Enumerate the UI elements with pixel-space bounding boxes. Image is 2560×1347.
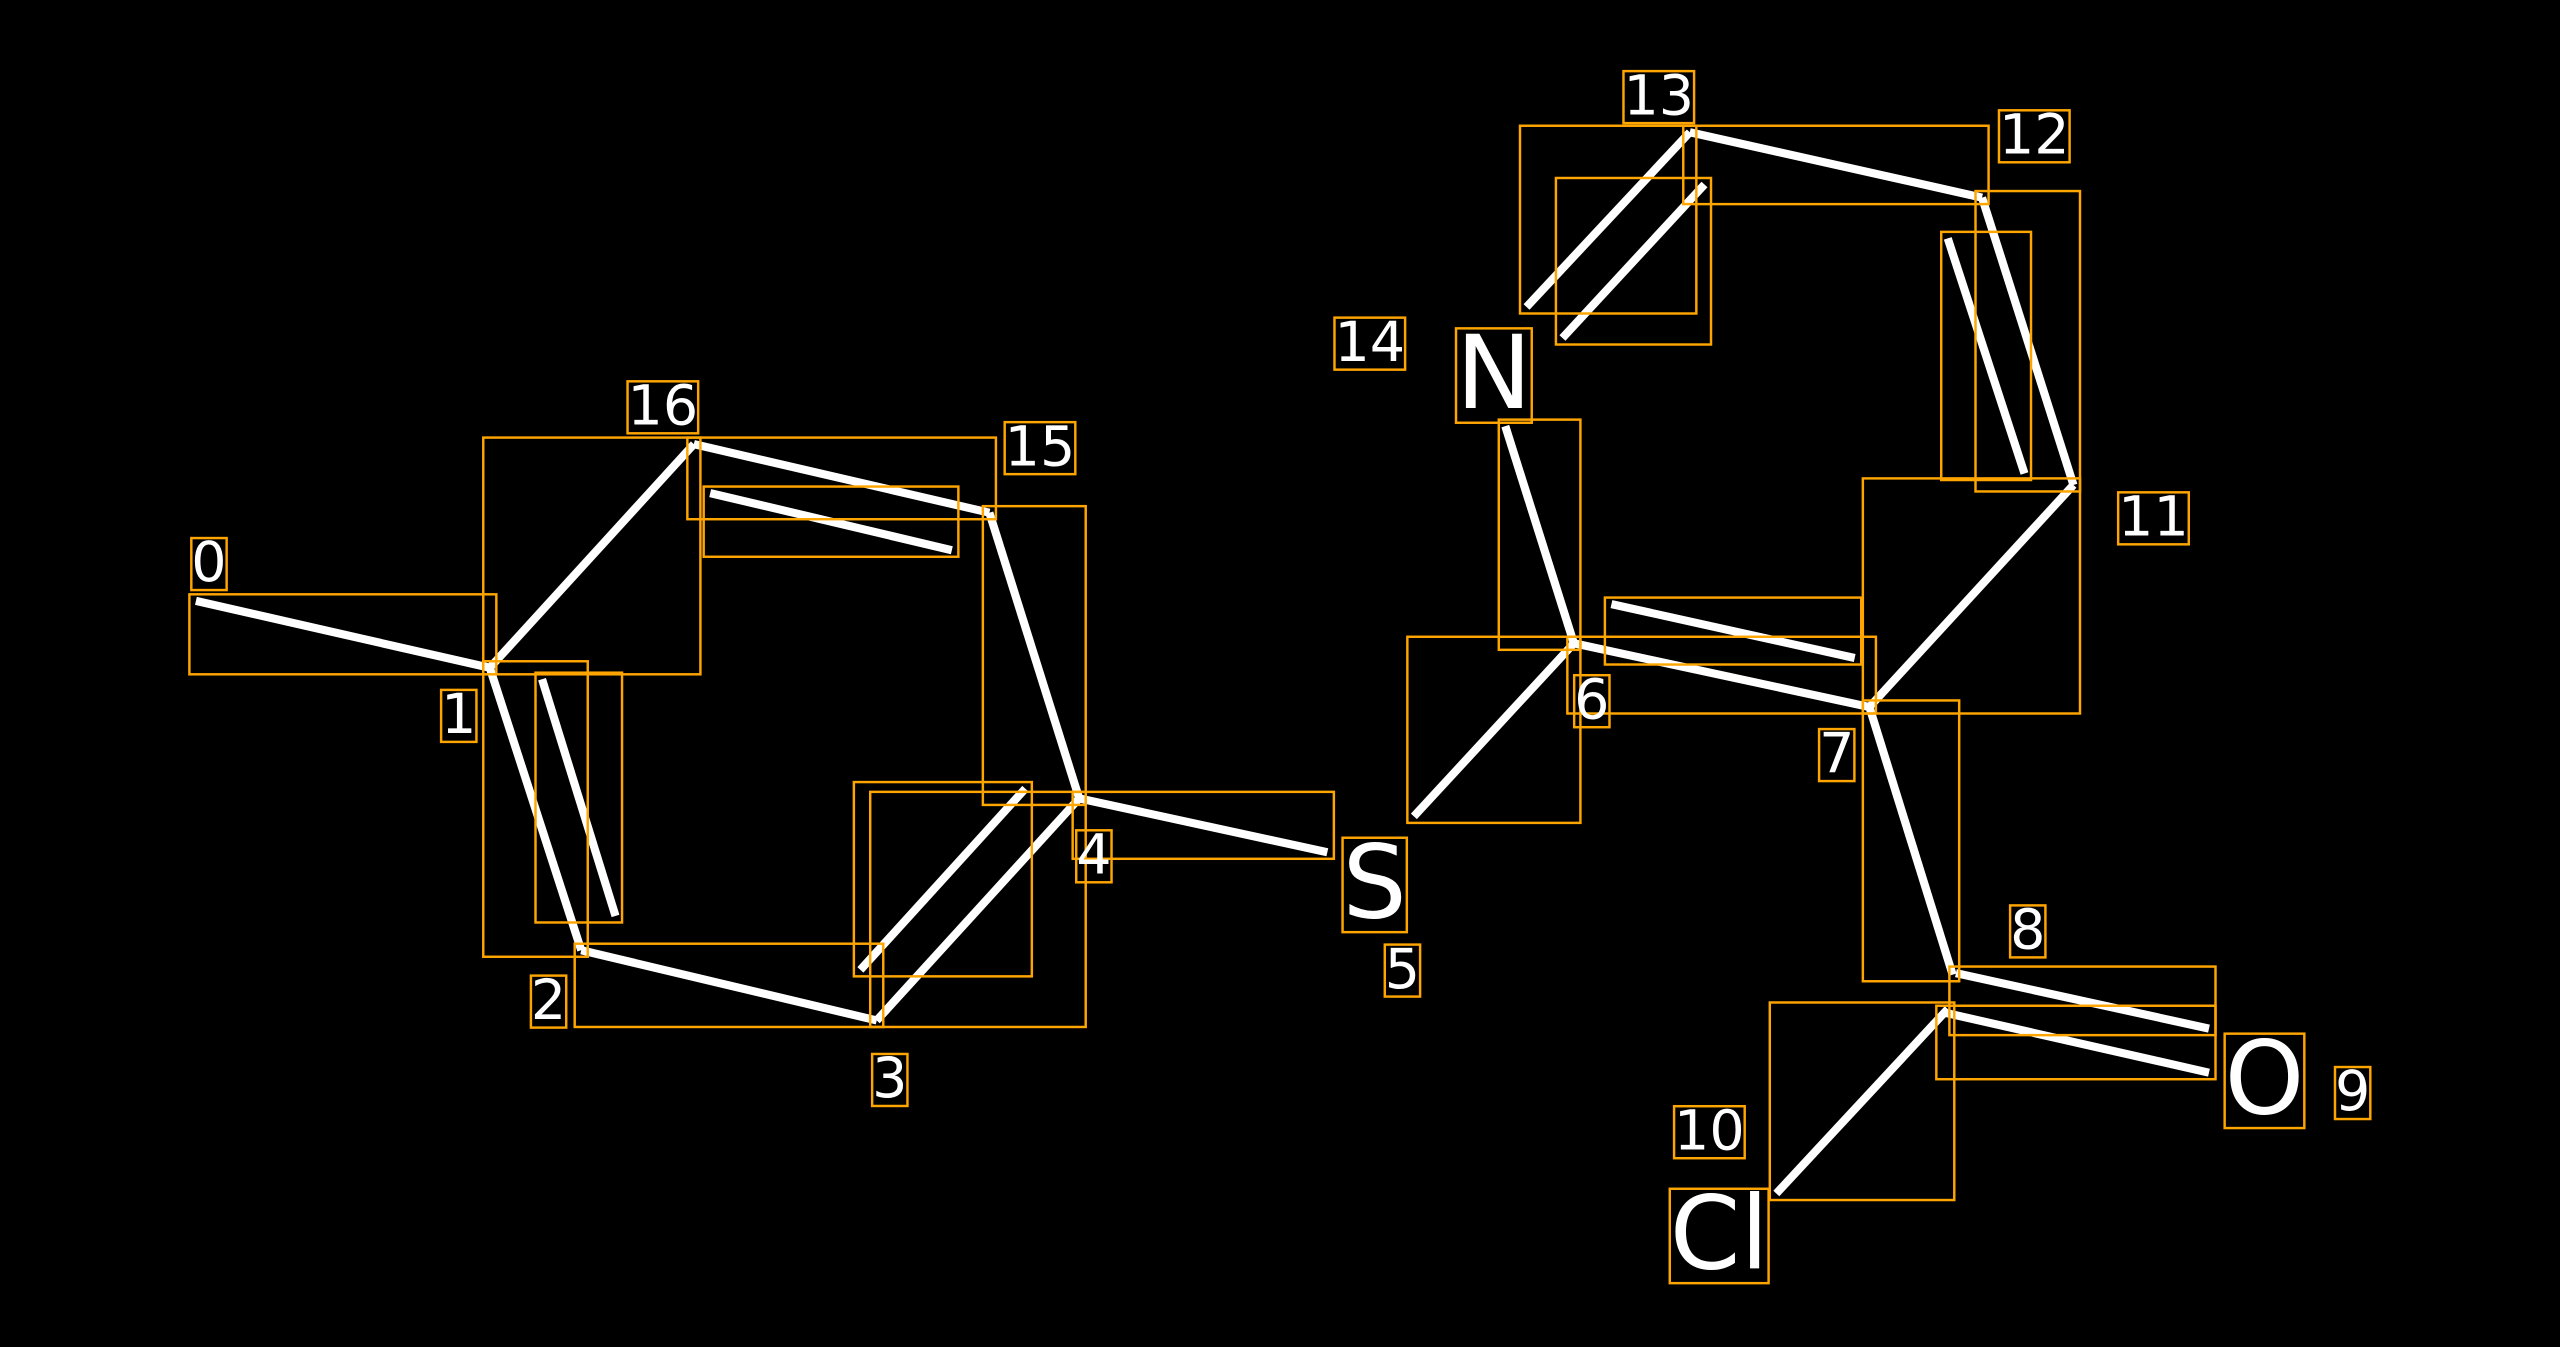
bond-6-14-box <box>1497 418 1582 652</box>
bond-12-11 <box>1978 196 2078 487</box>
atom-index-label-box <box>529 974 568 1029</box>
bond-4-5 <box>1078 794 1329 857</box>
bond-2-1-box <box>482 660 589 958</box>
bond-1-16 <box>486 441 697 671</box>
bond-15-4 <box>985 511 1084 800</box>
atom-index-label: 11 <box>2118 485 2189 550</box>
bond-5-6 <box>1410 640 1577 820</box>
bond-4-5-box <box>1071 790 1336 861</box>
bond-13-12 <box>1688 128 1983 202</box>
atom-index-label-box <box>1817 727 1856 783</box>
bond-4-3 <box>873 795 1083 1024</box>
bond-15-4-box <box>981 504 1087 807</box>
atom-index-label: 3 <box>872 1046 907 1111</box>
atom-symbol-s-box <box>1341 836 1409 934</box>
atom-index-label: 9 <box>2335 1059 2370 1124</box>
atom-index-label-box <box>626 380 700 435</box>
bond-0-1-box <box>188 593 498 676</box>
bond-8-9-box <box>1948 965 2217 1037</box>
bond-14-13-inner-box <box>1554 176 1713 346</box>
atom-symbol-cl: Cl <box>1670 1175 1769 1293</box>
atom-index-label-box <box>2116 491 2191 546</box>
atom-index-label-box <box>1333 316 1407 371</box>
bond-16-15-inner <box>709 489 953 555</box>
atom-index-label-box <box>439 688 478 744</box>
atom-index-label-box <box>870 1052 909 1108</box>
atom-index-label-box <box>1672 1104 1746 1160</box>
bond-3-2-box <box>573 942 885 1029</box>
atom-index-label: 10 <box>1674 1098 1745 1163</box>
atom-index-label-box <box>2008 904 2047 959</box>
bond-7-8 <box>1865 705 1957 976</box>
bond-12-11-inner-box <box>1940 230 2033 482</box>
atom-index-label-box <box>1074 829 1113 884</box>
bond-8-9-inner-box <box>1935 1004 2217 1081</box>
atom-index-label-box <box>190 536 228 592</box>
atom-index-label: 4 <box>1076 823 1111 888</box>
atom-index-label: 12 <box>1999 102 2070 167</box>
bond-5-6-box <box>1406 635 1582 825</box>
atom-index-label: 8 <box>2010 898 2045 963</box>
bond-13-12-box <box>1682 124 1990 206</box>
atom-symbol-cl-box <box>1668 1187 1770 1285</box>
bonds-layer <box>195 128 2210 1197</box>
bond-4-3-box <box>868 790 1087 1029</box>
bond-4-3-inner-box <box>852 780 1034 978</box>
bond-14-13-box <box>1518 124 1698 315</box>
boxes-layer <box>188 69 2372 1285</box>
bond-8-9 <box>1955 969 2210 1033</box>
bond-12-11-inner <box>1943 237 2029 475</box>
atom-index-label-box <box>2333 1065 2372 1121</box>
atom-index-label: 14 <box>1334 310 1405 375</box>
atom-index-label-box <box>1383 943 1422 998</box>
atom-index-label: 15 <box>1005 414 1076 479</box>
atom-index-label-box <box>1997 109 2071 164</box>
bond-12-11-box <box>1974 189 2082 493</box>
bond-7-6-inner <box>1610 600 1856 662</box>
atom-symbol-o-box <box>2223 1032 2306 1130</box>
atom-index-label: 6 <box>1574 667 1609 732</box>
atom-index-label: 13 <box>1623 63 1694 128</box>
bond-8-9-inner <box>1941 1008 2210 1077</box>
bond-7-6-inner-box <box>1603 596 1863 666</box>
bond-11-7-box <box>1861 477 2082 715</box>
bond-2-1-inner-box <box>534 671 624 924</box>
atom-symbol-s: S <box>1343 824 1407 942</box>
atom-symbol-n: N <box>1456 314 1532 432</box>
atom-index-label-box <box>1003 420 1077 476</box>
bond-11-7 <box>1866 482 2077 710</box>
bond-2-1-inner <box>538 678 620 918</box>
bond-3-2 <box>580 946 878 1025</box>
bond-7-8-box <box>1861 699 1961 983</box>
bond-7-6-box <box>1566 635 1878 715</box>
atom-index-label: 1 <box>441 682 476 747</box>
bond-14-13 <box>1523 129 1693 310</box>
atom-index-label-box <box>1572 673 1611 729</box>
bond-16-15 <box>692 440 991 517</box>
bond-4-3-inner <box>857 785 1029 973</box>
bond-1-16-box <box>482 436 702 676</box>
bond-16-15-box <box>686 436 998 521</box>
atom-index-label: 2 <box>531 968 566 1033</box>
bond-0-1 <box>195 596 491 672</box>
bond-8-10-box <box>1768 1001 1956 1202</box>
atom-index-label: 16 <box>628 374 699 439</box>
bond-14-13-inner <box>1559 181 1708 341</box>
bond-8-10 <box>1773 1006 1951 1197</box>
bond-6-14 <box>1501 424 1578 645</box>
atom-index-label: 0 <box>191 530 226 595</box>
atom-index-label: 5 <box>1385 937 1420 1002</box>
atom-index-label: 7 <box>1819 721 1854 786</box>
atom-symbol-o: O <box>2225 1020 2305 1138</box>
bond-7-6 <box>1573 639 1871 711</box>
atom-index-label-box <box>1622 69 1696 125</box>
bond-16-15-inner-box <box>702 485 960 558</box>
atom-symbol-n-box <box>1454 327 1533 424</box>
